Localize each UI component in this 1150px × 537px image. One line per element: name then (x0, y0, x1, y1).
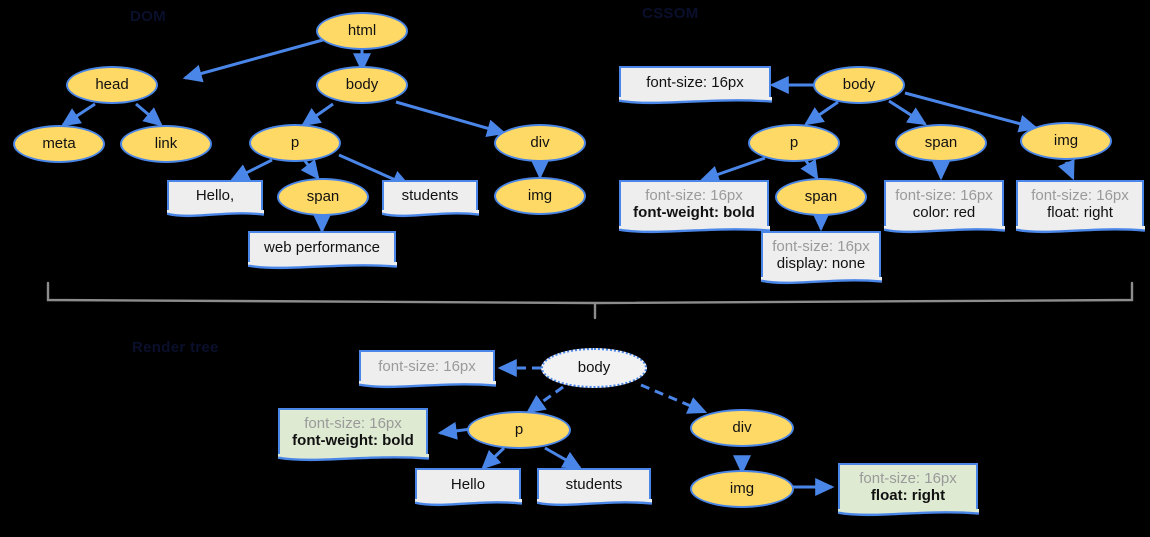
cssom-note-body-line-1: font-size: 16px (646, 73, 744, 91)
cssom-note-p-line-2: font-weight: bold (633, 204, 755, 221)
dom-node-img[interactable]: img (494, 177, 586, 215)
edge-cssom-body-p (804, 100, 839, 126)
dom-node-link[interactable]: link (120, 125, 212, 163)
render-note-body-line-1: font-size: 16px (378, 357, 476, 375)
render-text-students-label: students (565, 475, 623, 493)
edge-head-link (135, 102, 163, 127)
dom-text-webperformance: web performance (247, 231, 397, 270)
render-node-body[interactable]: body (541, 348, 647, 388)
dom-node-html[interactable]: html (316, 12, 408, 50)
cssom-node-body[interactable]: body (813, 66, 905, 104)
edge-cssom-img-note (1058, 159, 1075, 181)
edge-render-p-hello (481, 446, 506, 470)
cssom-note-span-2: font-size: 16px display: none (760, 231, 882, 285)
render-text-hello-label: Hello (450, 475, 486, 493)
edge-render-body-p (526, 385, 564, 414)
cssom-note-span-1-line-1: font-size: 16px (895, 186, 993, 204)
edge-p-hello (229, 158, 273, 182)
edge-p-span (300, 159, 320, 180)
dom-text-students-label: students (401, 187, 459, 205)
edge-body-div (395, 100, 507, 138)
edge-cssom-body-img (904, 91, 1039, 133)
cssom-note-p-line-1: font-size: 16px (645, 186, 743, 204)
render-note-p: font-size: 16px font-weight: bold (277, 408, 429, 462)
cssom-node-img[interactable]: img (1020, 122, 1112, 160)
dom-text-students: students (381, 180, 479, 218)
section-title-dom: DOM (130, 8, 166, 25)
edge-cssom-body-span (888, 99, 928, 126)
dom-node-p[interactable]: p (249, 124, 341, 162)
cssom-note-span-1-line-2: color: red (912, 204, 976, 221)
render-note-p-line-1: font-size: 16px (304, 414, 402, 432)
edge-render-body-div (640, 383, 708, 414)
cssom-note-img-line-1: font-size: 16px (1031, 186, 1129, 204)
cssom-note-span-1: font-size: 16px color: red (883, 180, 1005, 234)
render-text-students: students (536, 468, 652, 507)
render-note-p-line-2: font-weight: bold (292, 432, 414, 449)
cssom-note-p: font-size: 16px font-weight: bold (618, 180, 770, 234)
render-node-div[interactable]: div (690, 409, 794, 447)
section-title-render: Render tree (132, 339, 219, 356)
edge-render-p-students (544, 446, 583, 470)
cssom-note-span-2-line-2: display: none (776, 255, 866, 272)
cssom-note-img: font-size: 16px float: right (1015, 180, 1145, 234)
edge-cssom-p-span2 (800, 158, 819, 181)
render-note-body: font-size: 16px (358, 350, 496, 389)
cssom-node-p[interactable]: p (748, 124, 840, 162)
dom-node-meta[interactable]: meta (13, 125, 105, 163)
edge-render-p-note (437, 421, 472, 440)
edge-head-meta (60, 102, 96, 127)
dom-node-div[interactable]: div (494, 124, 586, 162)
edge-html-head (182, 36, 331, 83)
render-note-img-line-1: font-size: 16px (859, 469, 957, 487)
render-node-img[interactable]: img (690, 470, 794, 508)
render-node-p[interactable]: p (467, 411, 571, 449)
dom-node-body[interactable]: body (316, 66, 408, 104)
dom-node-span[interactable]: span (277, 178, 369, 216)
cssom-note-body: font-size: 16px (618, 66, 772, 105)
cssom-note-span-2-line-1: font-size: 16px (772, 237, 870, 255)
render-note-img-line-2: float: right (870, 487, 946, 504)
cssom-node-span-1[interactable]: span (895, 124, 987, 162)
cssom-note-img-line-2: float: right (1047, 204, 1113, 221)
grouping-brace (46, 281, 1134, 320)
edge-body-p (301, 102, 334, 127)
render-note-img: font-size: 16px float: right (837, 463, 979, 517)
dom-text-hello-label: Hello, (195, 187, 235, 205)
dom-text-webperformance-label: web performance (264, 238, 380, 256)
section-title-cssom: CSSOM (642, 5, 699, 22)
cssom-node-span-2[interactable]: span (775, 178, 867, 216)
render-text-hello: Hello (414, 468, 522, 507)
dom-node-head[interactable]: head (66, 66, 158, 104)
dom-text-hello: Hello, (166, 180, 264, 218)
edge-cssom-p-note (699, 156, 766, 183)
